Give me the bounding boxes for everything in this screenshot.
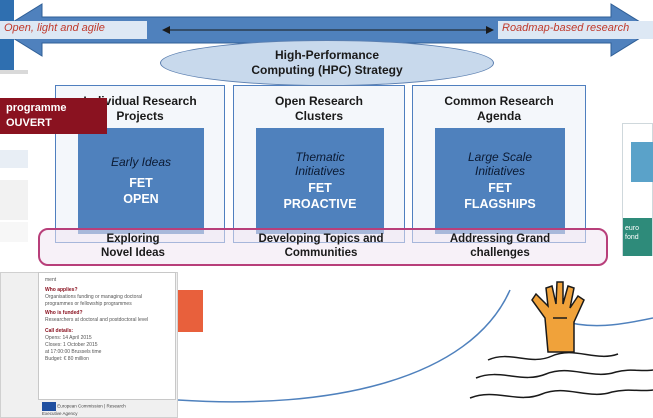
- column-2-title-line1: Open Research: [274, 94, 364, 108]
- large-scale-text: Large Scale: [467, 150, 533, 164]
- drowning-hand-icon: [531, 281, 585, 353]
- badge-line2: OUVERT: [6, 117, 52, 129]
- brochure-who-applies-text: Organisations funding or managing doctor…: [45, 294, 143, 307]
- brochure-call-details: Call details:: [45, 328, 74, 334]
- open-agile-label: Open, light and agile: [4, 22, 105, 34]
- eu-logo-text: European Commission | Research Executive…: [42, 403, 126, 416]
- fet-flagships-line1: FET: [488, 181, 512, 195]
- fet-flagships-line2: FLAGSHIPS: [464, 197, 536, 211]
- thin-line-left-head: [162, 26, 170, 34]
- column-3-title-line1: Common Research: [444, 94, 554, 108]
- right-partial-card: euro fond: [622, 123, 653, 256]
- left-label-bg: [0, 21, 147, 39]
- fet-open-box: Early Ideas FET OPEN: [78, 128, 204, 234]
- brochure-who-funded: Who is funded?: [45, 310, 83, 316]
- hpc-line2: Computing (HPC) Strategy: [251, 63, 403, 77]
- programme-ouvert-badge: programme OUVERT: [0, 98, 107, 134]
- bottom-2-line2: Communities: [284, 247, 358, 259]
- column-2-title-line2: Clusters: [294, 109, 344, 123]
- column-individual-research: Individual Research Projects Early Ideas…: [55, 85, 225, 243]
- column-open-clusters: Open Research Clusters Thematic Initiati…: [233, 85, 405, 243]
- fet-open-line1: FET: [129, 176, 153, 190]
- early-ideas-text: Early Ideas: [110, 155, 172, 169]
- bottom-3-line2: challenges: [470, 247, 530, 259]
- bottom-label-3: Addressing Grand challenges: [420, 232, 580, 260]
- water-waves: [469, 351, 653, 399]
- bottom-outcomes-bar: [38, 228, 608, 266]
- column-title-3: Common Research Agenda: [413, 94, 585, 124]
- brochure-budget: Budget: € 80 million: [45, 356, 89, 362]
- thematic-initiatives-text: Initiatives: [294, 164, 346, 178]
- left-strip-graphic: [0, 0, 28, 242]
- brochure-who-applies: Who applies?: [45, 287, 78, 293]
- right-card-line2: fond: [625, 234, 639, 241]
- column-title-1: Individual Research Projects: [56, 94, 224, 124]
- thematic-text: Thematic: [295, 150, 345, 164]
- fet-flagships-box: Large Scale Initiatives FET FLAGSHIPS: [435, 128, 565, 234]
- column-3-title-line2: Agenda: [476, 109, 521, 123]
- orange-block: [178, 290, 203, 332]
- roadmap-label: Roadmap-based research: [502, 22, 630, 34]
- bottom-3-line1: Addressing Grand: [449, 233, 551, 245]
- bottom-1-line1: Exploring: [106, 233, 160, 245]
- bottom-1-line2: Novel Ideas: [101, 247, 165, 259]
- right-card-text: euro fond: [625, 224, 639, 242]
- column-common-agenda: Common Research Agenda Large Scale Initi…: [412, 85, 586, 243]
- right-label-bg: [498, 21, 653, 39]
- fet-open-line2: OPEN: [123, 192, 159, 206]
- brochure-line1: ment: [45, 277, 57, 283]
- brochure-closes: Closes: 1 October 2015: [45, 342, 98, 348]
- column-1-title-line2: Projects: [116, 109, 164, 123]
- badge-line1: programme: [6, 102, 67, 114]
- eu-logo: European Commission | Research Executive…: [42, 402, 132, 416]
- large-scale-initiatives-text: Initiatives: [474, 164, 526, 178]
- fet-proactive-box: Thematic Initiatives FET PROACTIVE: [256, 128, 384, 234]
- bottom-2-line1: Developing Topics and: [258, 233, 384, 245]
- hpc-strategy-ellipse: High-Performance Computing (HPC) Strateg…: [160, 40, 494, 86]
- thin-line-right-head: [486, 26, 494, 34]
- right-card-blue-block: [631, 142, 653, 182]
- column-title-2: Open Research Clusters: [234, 94, 404, 124]
- fet-proactive-line1: FET: [308, 181, 332, 195]
- brochure-opens: Opens: 14 April 2015: [45, 335, 92, 341]
- hpc-line1: High-Performance: [274, 48, 380, 62]
- fet-proactive-line2: PROACTIVE: [283, 197, 357, 211]
- eu-flag-icon: [42, 402, 56, 411]
- left-partial-strip: [0, 0, 28, 418]
- bottom-label-1: Exploring Novel Ideas: [58, 232, 208, 260]
- right-card-green-band: [623, 218, 652, 256]
- right-card-line1: euro: [625, 225, 640, 232]
- brochure-time: at 17:00:00 Brussels time: [45, 349, 102, 355]
- brochure-who-funded-text: Researchers at doctoral and postdoctoral…: [45, 317, 149, 323]
- brochure-page: ment Who applies? Organisations funding …: [38, 272, 176, 400]
- column-1-title-line1: Individual Research: [83, 94, 197, 108]
- connector-curve-left: [177, 289, 511, 403]
- bottom-label-2: Developing Topics and Communities: [236, 232, 406, 260]
